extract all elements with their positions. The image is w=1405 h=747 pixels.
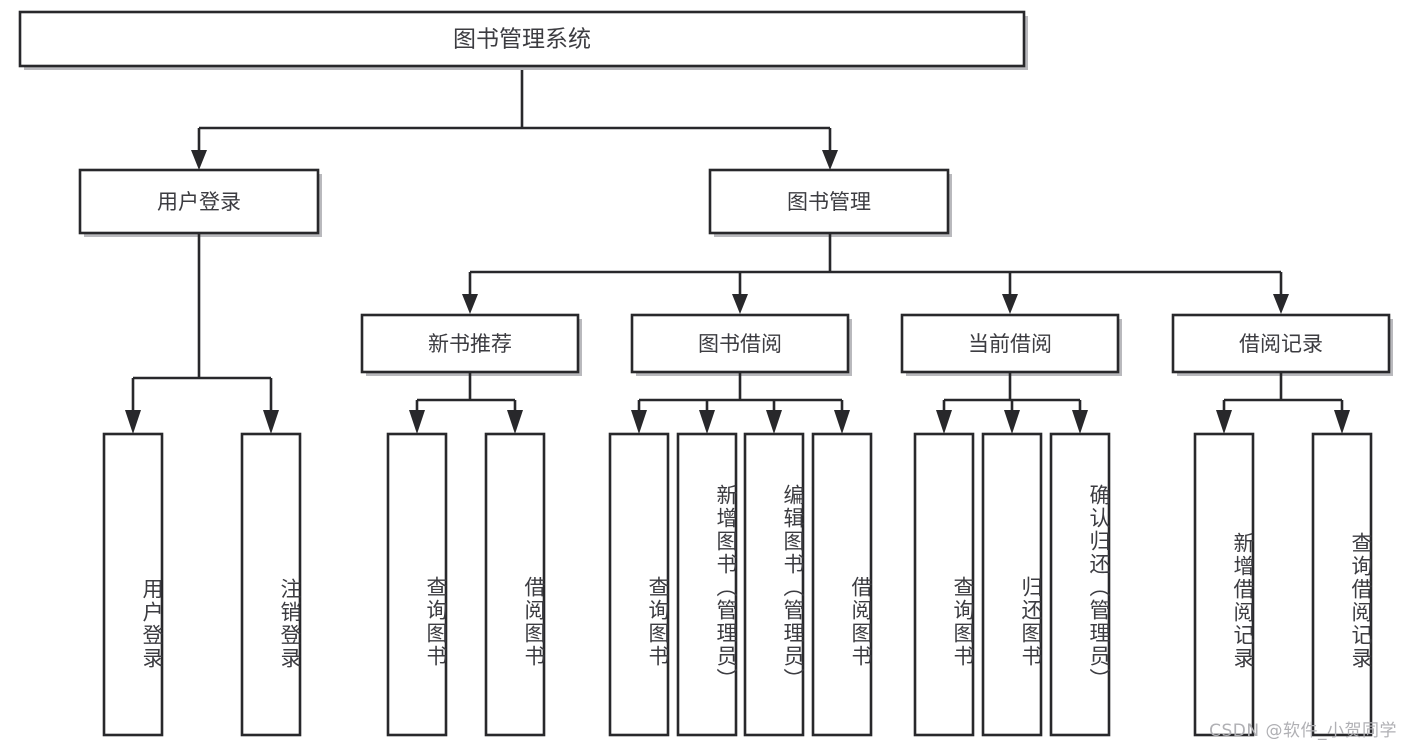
arrow-leaf-add-book (699, 410, 715, 434)
node-label-current-borrow: 当前借阅 (968, 332, 1052, 356)
connector-bookmanage-to-level2 (462, 233, 1289, 314)
arrow-leaf-query-book-2 (631, 410, 647, 434)
arrow-user-login (191, 150, 207, 170)
arrow-leaf-borrow-book-2 (834, 410, 850, 434)
leaf-label-add-record: 新增借阅记录 (1231, 531, 1255, 670)
arrow-leaf-edit-book (766, 410, 782, 434)
leaf-label-edit-book: 编辑图书（管理员） (781, 484, 805, 691)
connector-bookborrow-to-leaves (631, 372, 850, 434)
leaf-label-user-logout: 注销登录 (278, 578, 302, 670)
leaf-box-user-login[interactable] (102, 432, 164, 737)
leaf-label-confirm-return: 确认归还（管理员） (1087, 484, 1111, 691)
csdn-watermark: CSDN @软件_小贺同学 (1209, 721, 1397, 741)
arrow-leaf-query-book-1 (409, 410, 425, 434)
connector-currentborrow-to-leaves (936, 372, 1088, 434)
arrow-leaf-query-book-3 (936, 410, 952, 434)
leaf-label-user-login: 用户登录 (140, 578, 164, 670)
node-label-root: 图书管理系统 (453, 27, 591, 53)
leaf-box-return-book[interactable] (981, 432, 1043, 737)
node-borrow-record[interactable]: 借阅记录 (1171, 313, 1393, 376)
leaf-box-confirm-return[interactable] (1049, 432, 1111, 737)
leaf-label-query-book-3: 查询图书 (951, 575, 975, 668)
leaf-label-return-book: 归还图书 (1019, 575, 1043, 668)
connector-userlogin-to-leaves (125, 233, 279, 434)
leaf-box-query-book-3[interactable] (913, 432, 975, 737)
leaf-box-borrow-book-1[interactable] (484, 432, 546, 737)
node-label-borrow-record: 借阅记录 (1239, 332, 1323, 356)
leaf-box-edit-book[interactable] (743, 432, 805, 737)
leaf-box-user-logout[interactable] (240, 432, 302, 737)
node-label-book-manage: 图书管理 (787, 190, 871, 214)
arrow-leaf-confirm-return (1072, 410, 1088, 434)
arrow-book-manage (822, 150, 838, 170)
leaf-label-query-record: 查询借阅记录 (1349, 531, 1373, 670)
leaf-boxes (102, 432, 1373, 737)
node-book-borrow[interactable]: 图书借阅 (630, 313, 852, 376)
node-label-user-login: 用户登录 (157, 190, 241, 214)
leaf-box-query-book-2[interactable] (608, 432, 670, 737)
arrow-leaf-add-record (1216, 410, 1232, 434)
arrow-leaf-return-book (1004, 410, 1020, 434)
arrow-leaf-borrow-book-1 (507, 410, 523, 434)
leaf-box-query-book-1[interactable] (386, 432, 448, 737)
arrow-leaf-query-record (1334, 410, 1350, 434)
node-label-new-book-rec: 新书推荐 (428, 332, 512, 356)
leaf-box-query-record[interactable] (1311, 432, 1373, 737)
node-current-borrow[interactable]: 当前借阅 (900, 313, 1122, 376)
leaf-box-add-book[interactable] (676, 432, 738, 737)
arrow-new-book-rec (462, 294, 478, 314)
leaf-label-borrow-book-1: 借阅图书 (522, 575, 546, 668)
arrow-borrow-record (1273, 294, 1289, 314)
leaf-label-add-book: 新增图书（管理员） (714, 484, 738, 691)
node-root[interactable]: 图书管理系统 (18, 10, 1028, 70)
node-label-book-borrow: 图书借阅 (698, 332, 782, 356)
node-book-manage[interactable]: 图书管理 (708, 168, 952, 237)
leaf-label-borrow-book-2: 借阅图书 (849, 575, 873, 668)
node-user-login[interactable]: 用户登录 (78, 168, 322, 237)
connector-newbookrec-to-leaves (409, 372, 523, 434)
leaf-box-borrow-book-2[interactable] (811, 432, 873, 737)
arrow-book-borrow (732, 294, 748, 314)
arrow-current-borrow (1002, 294, 1018, 314)
leaf-label-query-book-2: 查询图书 (646, 575, 670, 668)
arrow-leaf-user-logout (263, 410, 279, 434)
connector-root-to-level1 (191, 66, 838, 170)
leaf-box-add-record[interactable] (1193, 432, 1255, 737)
leaf-label-query-book-1: 查询图书 (424, 575, 448, 668)
connector-borrowrecord-to-leaves (1216, 372, 1350, 434)
arrow-leaf-user-login (125, 410, 141, 434)
node-new-book-rec[interactable]: 新书推荐 (360, 313, 582, 376)
